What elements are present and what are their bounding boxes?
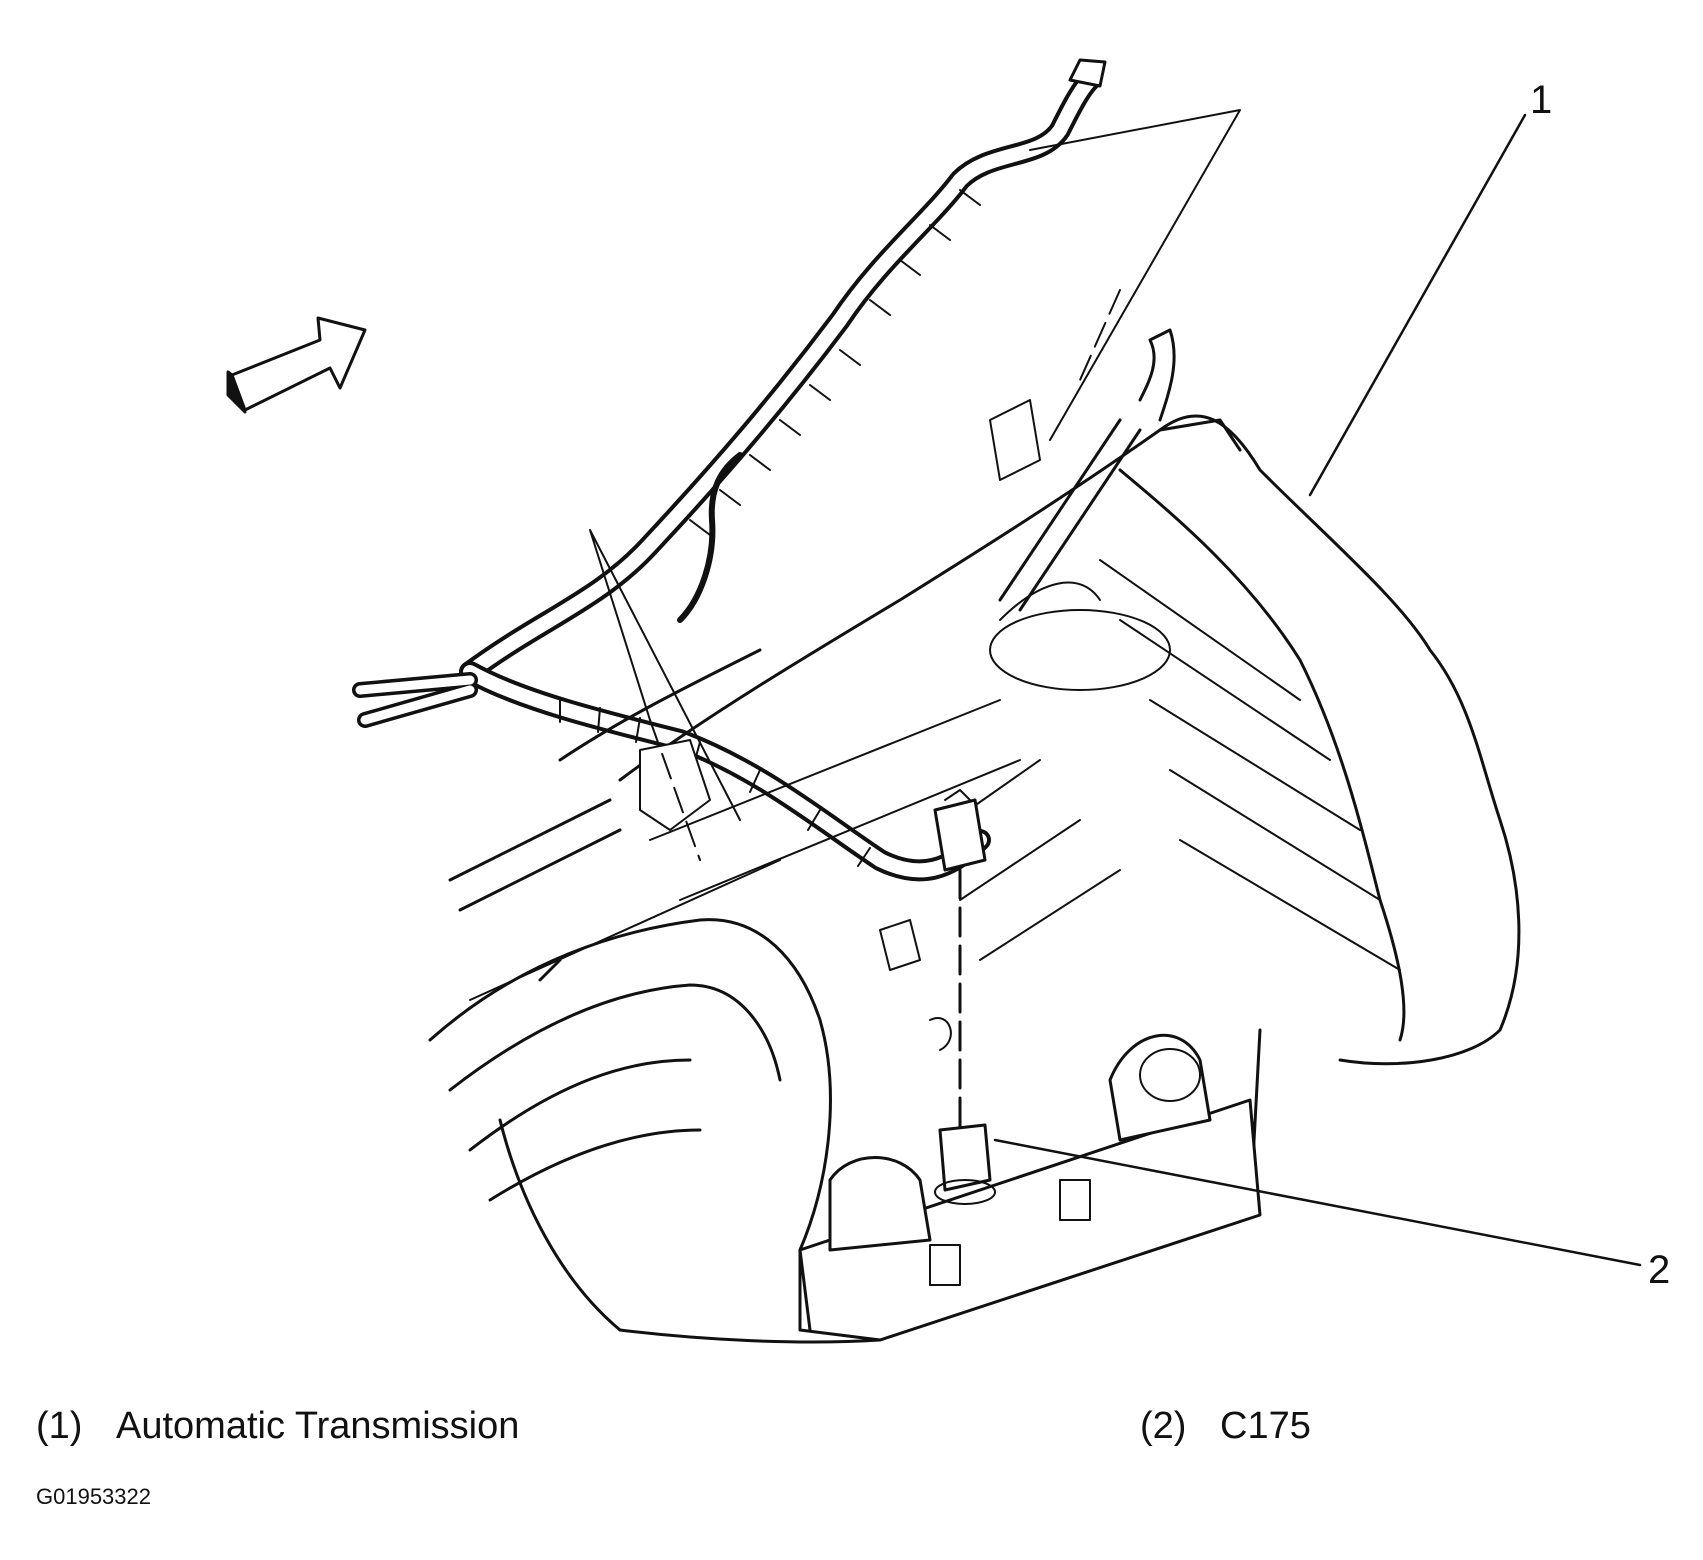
legend-item-automatic-transmission: (1) Automatic Transmission [36,1405,519,1448]
figure-id: G01953322 [36,1484,151,1509]
legend-label: (2) [1140,1405,1187,1447]
legend-text: Automatic Transmission [116,1405,520,1447]
callout-number-2: 2 [1648,1248,1671,1292]
direction-arrow-icon [226,316,367,414]
legend-item-c175: (2) C175 [1140,1405,1311,1448]
transmission-housing [428,328,1521,1344]
callout-number-1: 1 [1530,78,1553,122]
legend-label: (1) [36,1405,83,1447]
legend-text: C175 [1220,1405,1311,1447]
wiring-harness [352,58,1107,882]
leader-lines [589,109,1642,1267]
c175-connector [933,789,996,1205]
